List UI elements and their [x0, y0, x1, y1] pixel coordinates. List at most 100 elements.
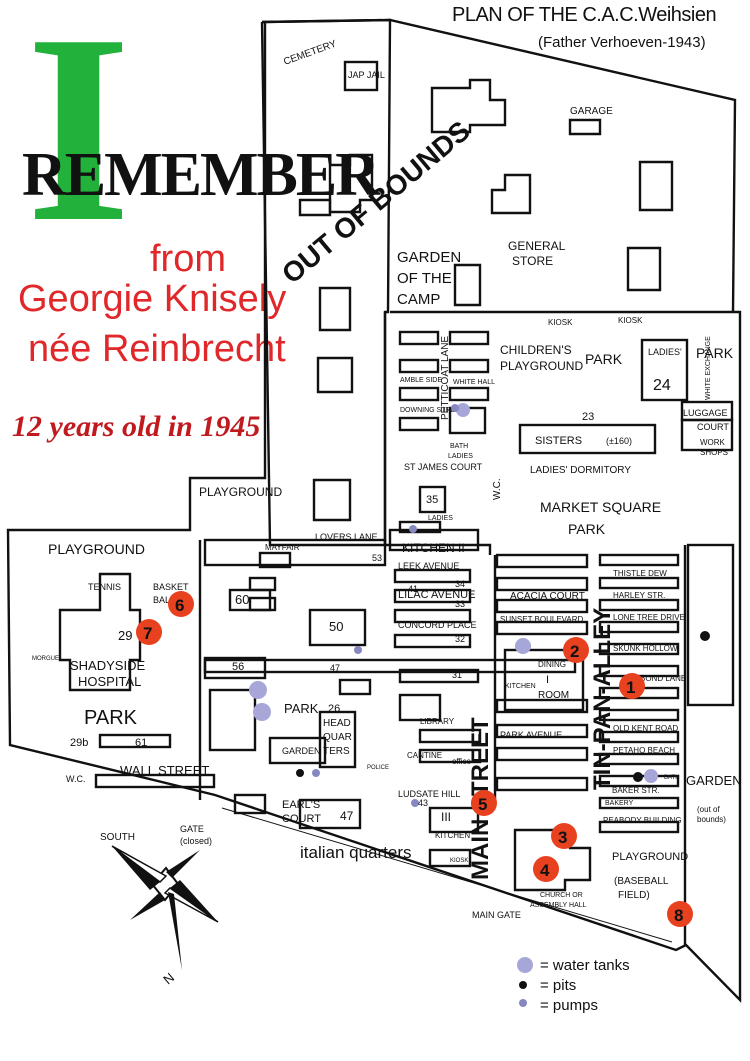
marker-2-label: 2 — [570, 642, 579, 661]
amble-side-label: AMBLE SIDE — [400, 377, 442, 384]
baker-str-label: BAKER STR. — [612, 786, 660, 795]
court-label: COURT — [697, 422, 729, 432]
shadyside-label-1: SHADYSIDE — [70, 658, 145, 673]
library-label: LIBRARY — [420, 717, 455, 726]
marker-5-label: 5 — [478, 795, 487, 814]
park-avenue-label: PARK AVENUE — [500, 730, 562, 740]
plan-author: (Father Verhoeven-1943) — [538, 34, 706, 51]
basketball-label-2: BALL — [153, 595, 175, 605]
italian-quarters-label: italian quarters — [300, 843, 412, 862]
kiosk-label-3: KIOSK — [450, 858, 468, 864]
compass-rose — [111, 845, 219, 970]
lilac-avenue-label: LILAC AVENUE — [398, 589, 475, 601]
luggage-label: LUGGAGE — [683, 408, 728, 418]
dining-label-3: ROOM — [538, 690, 569, 701]
concord-place-label: CONCORD PLACE — [398, 620, 477, 630]
jap-jail-label: JAP JAIL — [348, 70, 385, 80]
sisters-number: 23 — [582, 411, 594, 423]
baseball-label-2: FIELD) — [618, 890, 650, 901]
marker-5[interactable]: 5 — [471, 790, 497, 816]
market-square-label: MARKET SQUARE — [540, 499, 661, 515]
earls-court-label-2: COURT — [282, 813, 321, 825]
block-33: 33 — [455, 599, 465, 609]
dining-label-1: DINING — [538, 660, 566, 669]
marker-4-label: 4 — [540, 861, 550, 880]
author-maiden-name: née Reinbrecht — [28, 328, 286, 370]
legend-water-tanks: = water tanks — [540, 957, 630, 974]
out-of-bounds-small-1: (out of — [697, 805, 720, 814]
block-47: 47 — [330, 663, 340, 673]
peabody-label: PEABODY BUILDING — [603, 816, 682, 825]
playground-right-label: PLAYGROUND — [612, 851, 688, 863]
park-mid-label: PARK — [284, 701, 319, 716]
kiosk-label-1: KIOSK — [548, 318, 573, 327]
block-50: 50 — [329, 619, 343, 634]
kitchen-ii-label: KITCHEN II — [402, 541, 465, 555]
marker-6[interactable]: 6 — [168, 591, 194, 617]
cantine-label: CANTINE — [407, 751, 442, 760]
marker-4[interactable]: 4 — [533, 856, 559, 882]
kitchen-iii-label-2: KITCHEN — [435, 831, 470, 840]
mayfair-label: MAYFAIR — [265, 543, 300, 552]
marker-1[interactable]: 1 — [619, 673, 645, 699]
sisters-count: (±160) — [606, 436, 632, 446]
ladies-dormitory-label: LADIES' DORMITORY — [530, 465, 631, 476]
shadyside-label-2: HOSPITAL — [78, 674, 141, 689]
downing-street-label: DOWNING STREET — [400, 407, 465, 414]
garage-label: GARAGE — [570, 106, 613, 117]
ludsate-hill-label: LUDSATE HILL — [398, 789, 460, 799]
hq-label-3: TERS — [323, 746, 350, 757]
garden-camp-2: OF THE — [397, 270, 452, 287]
marker-2[interactable]: 2 — [563, 637, 589, 663]
childrens-playground-1: CHILDREN'S — [500, 343, 572, 357]
marker-7-label: 7 — [143, 624, 152, 643]
block-29b: 26 — [328, 703, 340, 715]
acacia-court-label: ACACIA COURT — [510, 591, 585, 602]
dining-label-2: I — [546, 674, 549, 686]
st-james-label: ST JAMES COURT — [404, 462, 483, 472]
garden-camp-1: GARDEN — [397, 249, 461, 266]
harley-str-label: HARLEY STR. — [613, 591, 665, 600]
marker-3[interactable]: 3 — [551, 823, 577, 849]
marker-8[interactable]: 8 — [667, 901, 693, 927]
south-label: SOUTH — [100, 832, 135, 843]
block-31: 31 — [452, 670, 462, 680]
kitchen-i-label: KITCHEN — [505, 683, 536, 690]
block-56: 56 — [232, 661, 244, 673]
baseball-label-1: (BASEBALL — [614, 876, 669, 887]
sisters-label: SISTERS — [535, 435, 582, 447]
work-label: WORK — [700, 438, 726, 447]
bath-right-label: BATH — [664, 775, 680, 781]
building-24: 24 — [653, 377, 671, 394]
block-60: 29b — [70, 737, 88, 749]
playground-top-label: PLAYGROUND — [199, 485, 282, 499]
kiosk-label-2: KIOSK — [618, 316, 643, 325]
ladies-24-label: LADIES' — [648, 347, 682, 357]
gate-closed-2: (closed) — [180, 836, 212, 846]
wc-left-label: W.C. — [66, 774, 86, 784]
legend-pumps: = pumps — [540, 997, 598, 1014]
pumps — [312, 404, 527, 1007]
block-44: 47 — [340, 809, 354, 823]
out-of-bounds-area — [260, 18, 392, 547]
legend-pits: = pits — [540, 977, 577, 994]
petticoat-lane-label: PETTICOAT LANE — [440, 336, 451, 420]
old-kent-road-label: OLD KENT ROAD — [613, 724, 678, 733]
remember-heading: REMEMBER — [22, 141, 380, 209]
bath-ladies-2: LADIES — [448, 453, 473, 460]
gate-closed-1: GATE — [180, 824, 204, 834]
general-store-2: STORE — [512, 254, 553, 268]
marker-7[interactable]: 7 — [136, 619, 162, 645]
skunk-hollow-label: SKUNK HOLLOW — [613, 644, 678, 653]
age-caption: 12 years old in 1945 — [12, 410, 261, 443]
garden-mid-label: GARDEN — [282, 746, 321, 756]
hq-label-1: HEAD — [323, 718, 351, 729]
white-exchange-label: WHITE EXCHANGE — [705, 336, 712, 400]
block-32: 32 — [455, 634, 465, 644]
market-park-label: PARK — [568, 521, 606, 537]
block-41: 41 — [408, 584, 418, 594]
block-59: 61 — [135, 737, 147, 749]
block-57: 60 — [235, 592, 249, 607]
hospital-building — [58, 572, 142, 692]
